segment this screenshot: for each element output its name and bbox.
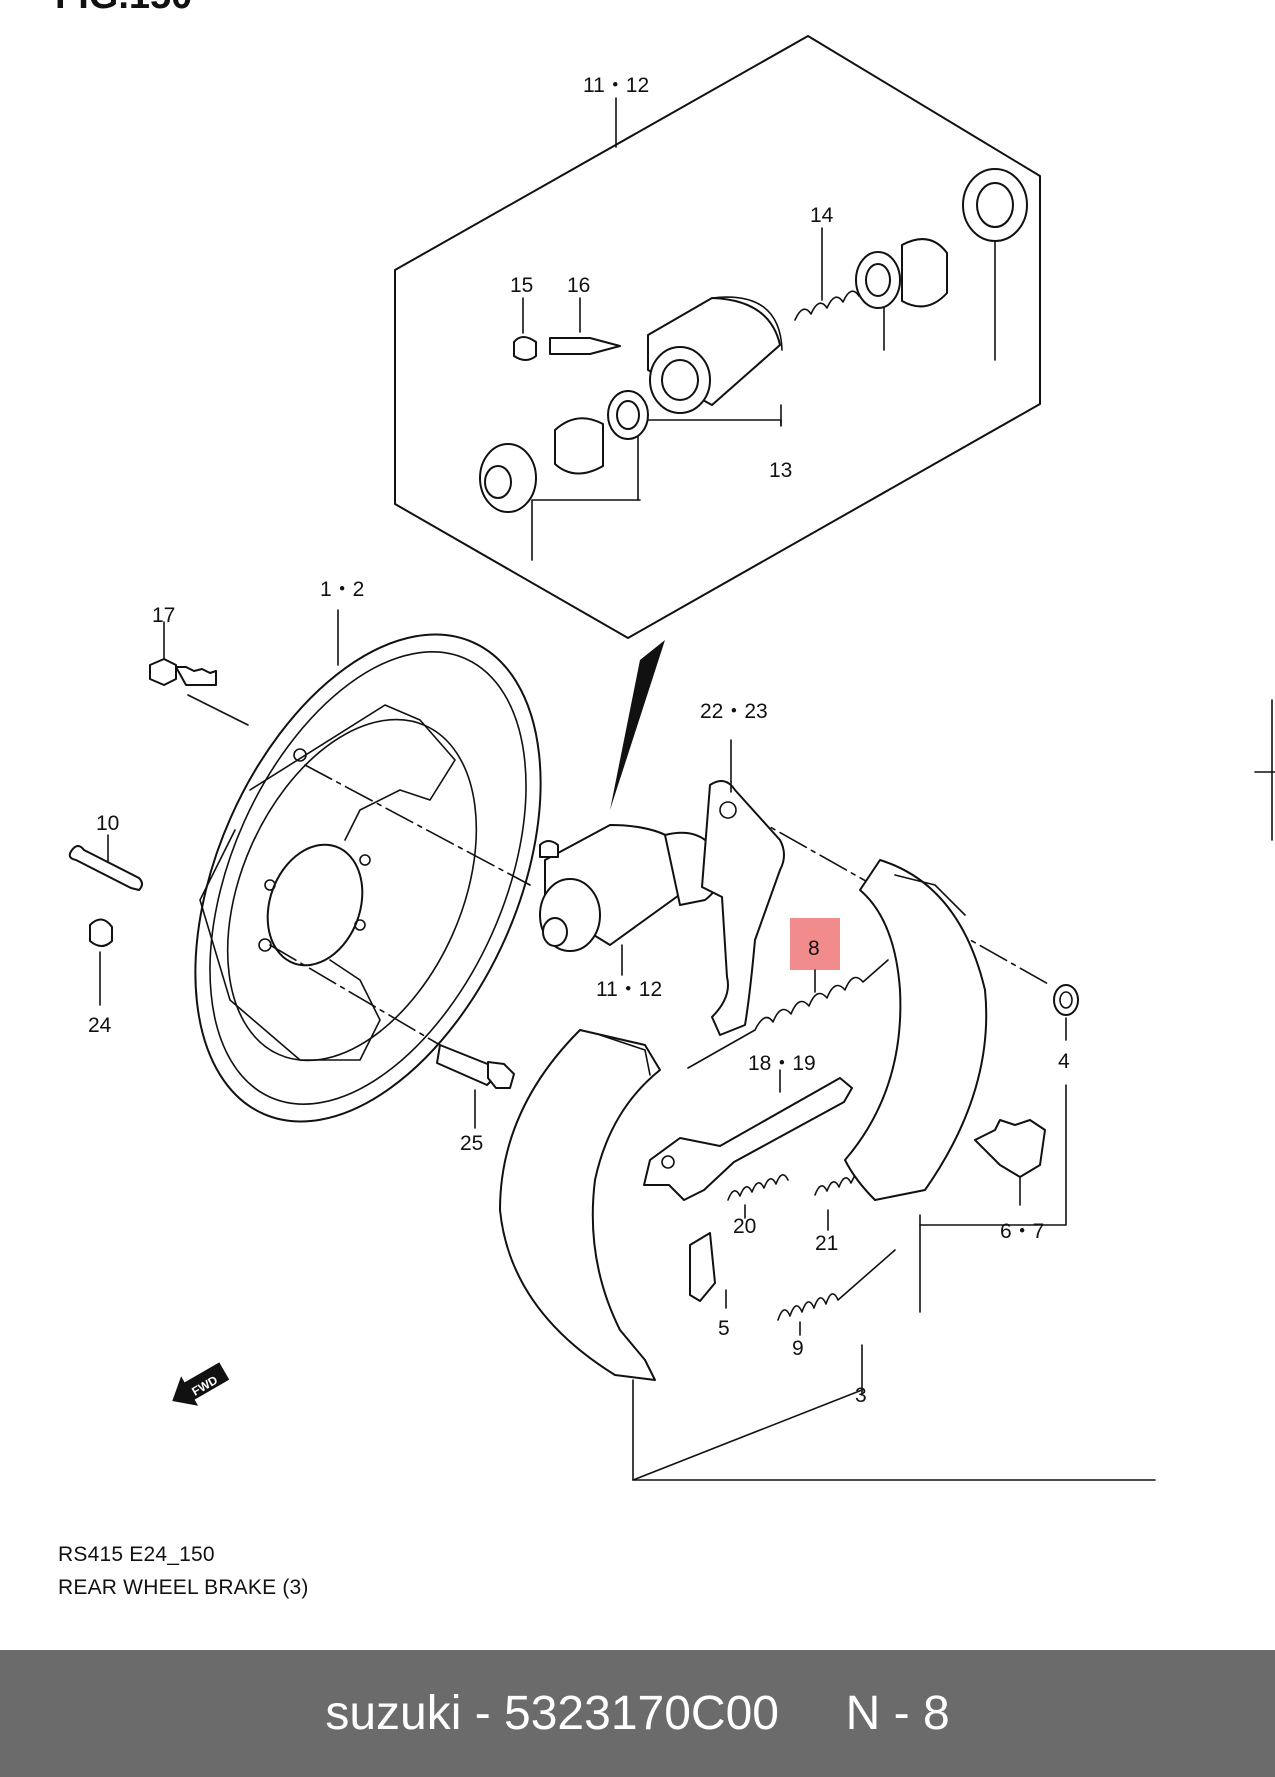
callout-1-2: 1・2 (320, 578, 364, 601)
lower-return-spring-9 (777, 1249, 896, 1321)
figure-caption: REAR WHEEL BRAKE (3) (58, 1576, 309, 1599)
callout-6-7: 6・7 (1000, 1220, 1044, 1243)
callout-24: 24 (88, 1014, 112, 1037)
callout-8[interactable]: 8 (808, 937, 820, 960)
rear-wheel-brake-diagram: FIG.150 11・12 13 14 15 16 (55, 0, 1275, 1481)
adjuster-strut-18-19 (643, 1077, 853, 1201)
spring-21 (814, 1162, 862, 1196)
backing-plate (194, 633, 542, 1123)
callout-13: 13 (769, 459, 792, 482)
bolt-25 (436, 1044, 496, 1086)
callout-3: 3 (855, 1384, 867, 1407)
brake-shoe-right (844, 859, 988, 1201)
return-spring-8 (687, 959, 889, 1069)
highlight-marker (790, 918, 840, 970)
brake-shoe-left (499, 1029, 661, 1381)
callout-21: 21 (815, 1232, 838, 1255)
callout-25: 25 (460, 1132, 483, 1155)
assembly-direction-arrow (610, 640, 665, 810)
callout-16: 16 (567, 274, 590, 297)
fwd-arrow-badge: FWD (172, 1362, 230, 1406)
bolt-17 (149, 658, 177, 686)
bleeder-cap-15 (513, 336, 537, 361)
callout-14: 14 (810, 204, 834, 227)
callout-9: 9 (792, 1337, 804, 1360)
spring-20 (727, 1174, 789, 1201)
footer-part-number: suzuki - 5323170C00 N - 8 (325, 1687, 950, 1740)
cap-24 (89, 918, 113, 947)
callout-15: 15 (510, 274, 533, 297)
wheel-cylinder-body (647, 296, 783, 414)
footer-bar: suzuki - 5323170C00 N - 8 (0, 1650, 1275, 1777)
callout-11-12-mid: 11・12 (596, 978, 662, 1001)
figure-title: FIG.150 (55, 0, 192, 17)
callout-20: 20 (733, 1215, 756, 1238)
retainer-clip-5 (689, 1232, 716, 1302)
callout-4: 4 (1058, 1050, 1070, 1073)
hold-down-pin-10 (68, 845, 143, 891)
callout-11-12-top: 11・12 (583, 74, 649, 97)
retainer-clip-6-7 (974, 1119, 1046, 1178)
washer-4 (1053, 984, 1079, 1016)
parking-lever-22-23 (701, 780, 785, 1036)
model-code: RS415 E24_150 (58, 1543, 215, 1566)
callout-17: 17 (152, 604, 175, 627)
callout-18-19: 18・19 (748, 1052, 816, 1075)
bleeder-screw-16 (549, 337, 621, 355)
callout-5: 5 (718, 1317, 730, 1340)
callout-22-23: 22・23 (700, 700, 768, 723)
wheel-cylinder-assembled (539, 824, 722, 952)
callout-10: 10 (96, 812, 119, 835)
